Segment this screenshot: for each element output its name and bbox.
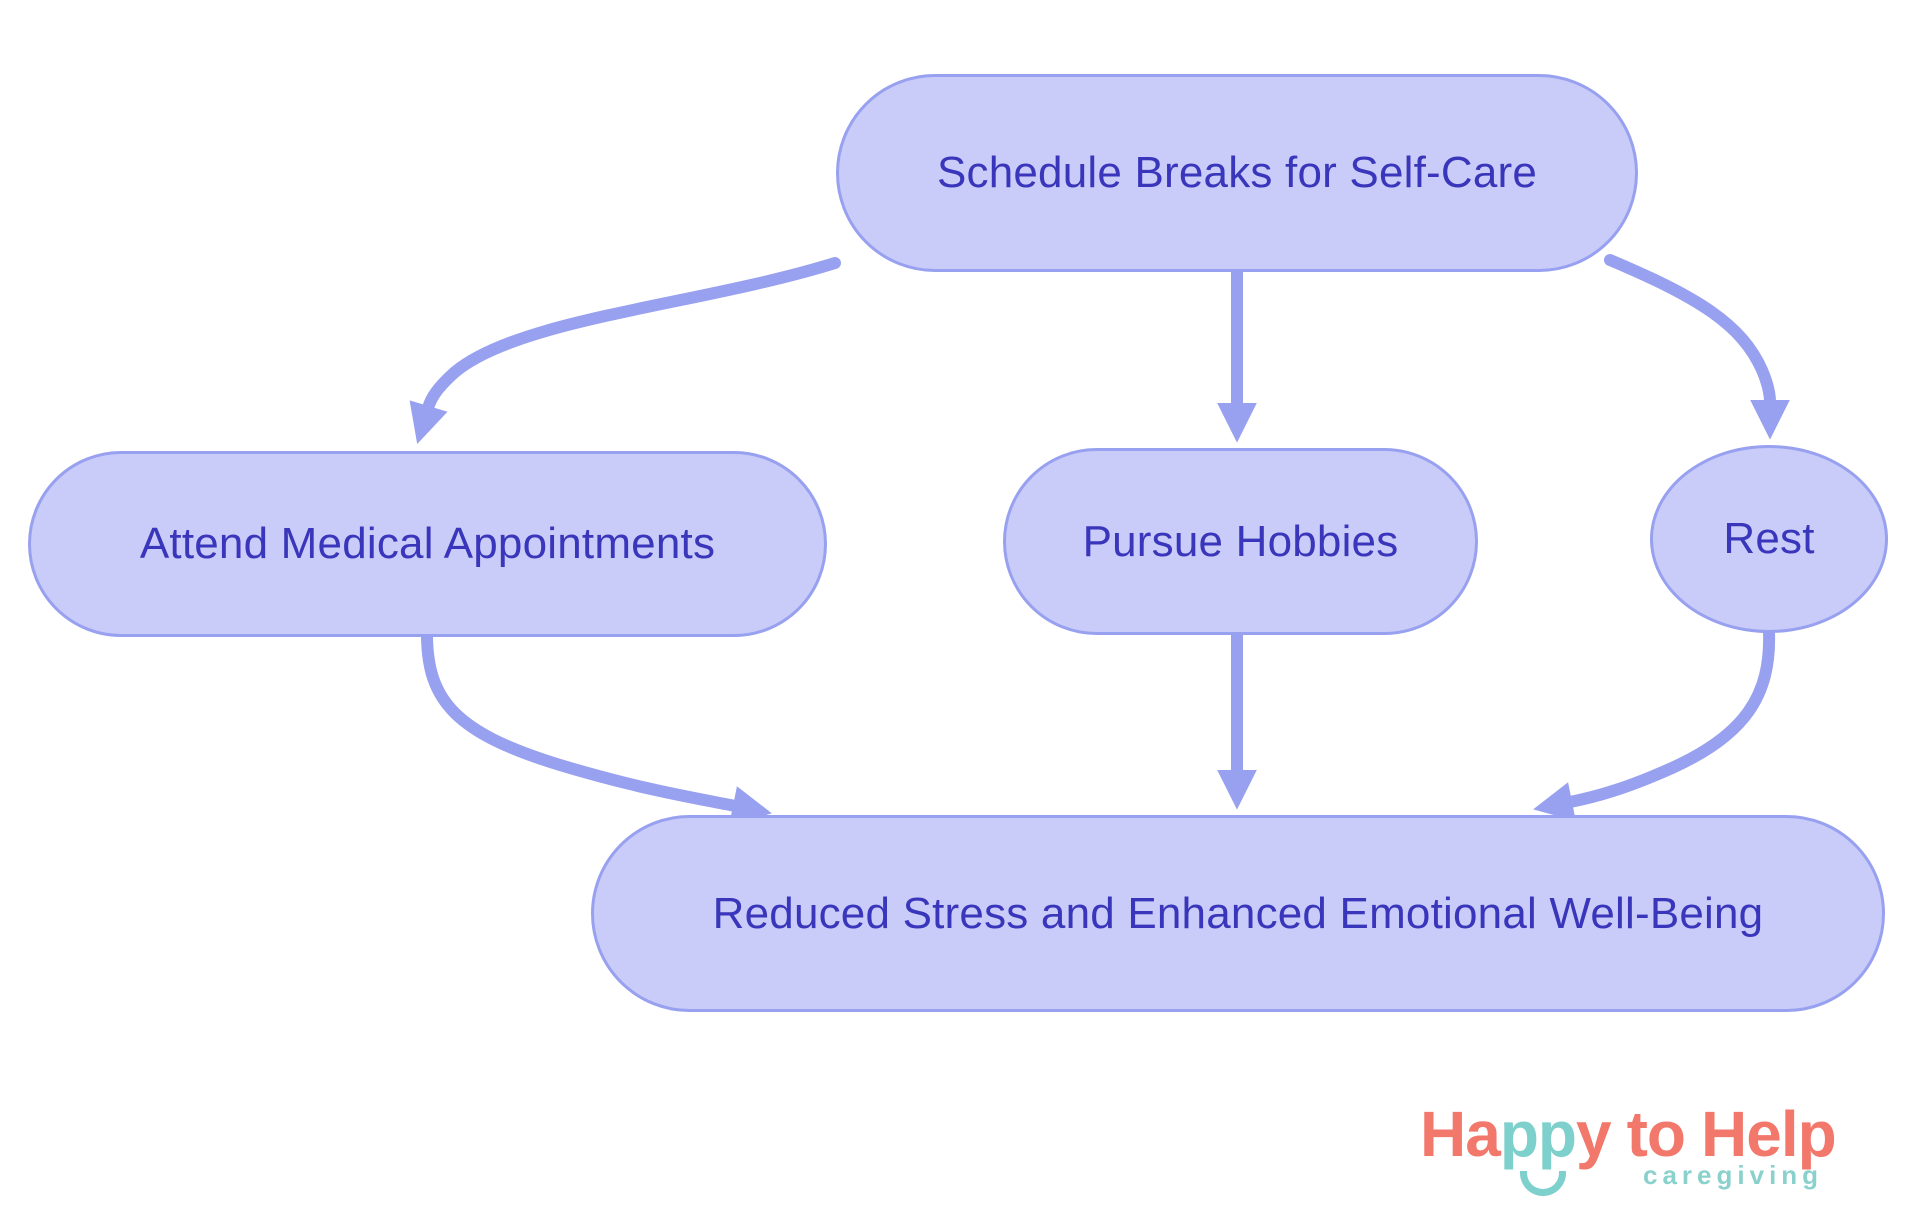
edge-schedule-to-attend — [409, 257, 841, 445]
node-label: Pursue Hobbies — [1082, 516, 1399, 566]
edge-attend-to-outcome — [421, 631, 772, 826]
logo-happy-prefix: Ha — [1420, 1098, 1501, 1170]
logo-word-to: to — [1626, 1098, 1686, 1170]
smile-icon — [1520, 1171, 1566, 1196]
node-rest: Rest — [1650, 445, 1888, 633]
node-reduced-stress-outcome: Reduced Stress and Enhanced Emotional We… — [591, 815, 1885, 1012]
node-pursue-hobbies: Pursue Hobbies — [1003, 448, 1478, 635]
node-schedule-breaks-for-self-care: Schedule Breaks for Self-Care — [836, 74, 1638, 272]
logo-word-help: Help — [1701, 1098, 1837, 1170]
node-label: Attend Medical Appointments — [139, 519, 716, 568]
logo-happy-suffix: y — [1576, 1098, 1612, 1170]
edge-rest-to-outcome — [1533, 627, 1776, 822]
logo-tagline: caregiving — [1643, 1160, 1824, 1190]
node-label: Reduced Stress and Enhanced Emotional We… — [712, 888, 1764, 938]
node-label: Rest — [1723, 514, 1815, 563]
logo-happy-pp: pp — [1499, 1098, 1577, 1170]
node-attend-medical-appointments: Attend Medical Appointments — [28, 451, 827, 637]
node-label: Schedule Breaks for Self-Care — [936, 148, 1538, 197]
edge-schedule-to-rest — [1604, 254, 1790, 440]
